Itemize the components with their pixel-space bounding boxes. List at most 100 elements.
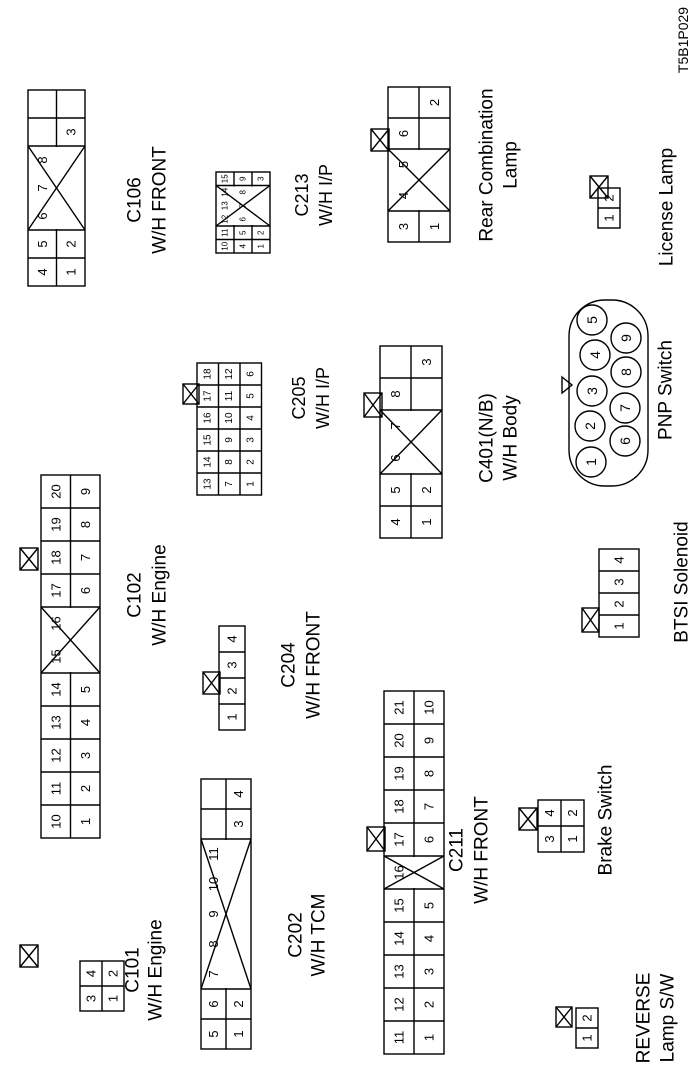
pin-10: 10 xyxy=(206,877,221,891)
pin-4: 4 xyxy=(239,243,248,248)
pin-cavity xyxy=(609,425,641,457)
locking-tab-icon xyxy=(202,671,221,695)
pin-1: 1 xyxy=(257,243,266,248)
pin-1: 1 xyxy=(602,214,617,221)
pin-7: 7 xyxy=(224,481,235,487)
pin-9: 9 xyxy=(78,488,93,495)
pin-cavity xyxy=(610,356,642,388)
pin-1: 1 xyxy=(427,223,442,230)
pin-5: 5 xyxy=(245,393,256,399)
pin-15: 15 xyxy=(221,174,230,183)
pin-6: 6 xyxy=(396,130,411,137)
pin-2: 2 xyxy=(257,230,266,235)
pin-5: 5 xyxy=(584,316,600,324)
pin-2: 2 xyxy=(419,486,434,493)
connector-title: Brake Switch xyxy=(596,765,617,876)
pin-3: 3 xyxy=(245,437,256,443)
pin-9: 9 xyxy=(422,737,437,744)
pin-1: 1 xyxy=(419,518,434,525)
pin-19: 19 xyxy=(392,766,407,780)
pin-3: 3 xyxy=(257,176,266,181)
pin-3: 3 xyxy=(422,968,437,975)
pin-14: 14 xyxy=(202,456,213,468)
pin-6: 6 xyxy=(388,454,403,461)
pin-1: 1 xyxy=(422,1034,437,1041)
pin-8: 8 xyxy=(206,940,221,947)
pin-7: 7 xyxy=(78,554,93,561)
pin-20: 20 xyxy=(48,484,63,498)
pin-6: 6 xyxy=(245,371,256,377)
pin-12: 12 xyxy=(224,368,235,380)
pin-15: 15 xyxy=(202,434,213,446)
pin-2: 2 xyxy=(225,687,240,694)
connector-title: C401(N/B) xyxy=(477,393,498,483)
pin-8: 8 xyxy=(224,459,235,465)
connector-title: C204 xyxy=(279,642,300,688)
pin-1: 1 xyxy=(612,622,627,629)
locking-tab-icon xyxy=(19,944,39,968)
pin-11: 11 xyxy=(224,390,235,401)
pin-4: 4 xyxy=(388,518,403,525)
pin-20: 20 xyxy=(392,733,407,747)
pin-4: 4 xyxy=(422,935,437,942)
connector-c204: 1 2 3 4 xyxy=(202,625,246,731)
connector-subtitle: W/H Engine xyxy=(150,544,171,645)
pin-5: 5 xyxy=(396,161,411,168)
pin-11: 11 xyxy=(392,1031,407,1045)
pin-12: 12 xyxy=(48,748,63,762)
pin-11: 11 xyxy=(221,228,230,237)
pin-2: 2 xyxy=(582,422,598,430)
pin-3: 3 xyxy=(63,128,78,135)
connector-body xyxy=(215,171,271,254)
connector-title: C202 xyxy=(286,912,307,957)
pin-8: 8 xyxy=(422,770,437,777)
locking-tab-icon xyxy=(366,826,386,852)
locking-tab-icon xyxy=(589,175,609,199)
pin-3: 3 xyxy=(84,995,99,1002)
pin-5: 5 xyxy=(422,902,437,909)
pin-3: 3 xyxy=(612,578,627,585)
pin-7: 7 xyxy=(422,803,437,810)
pin-3: 3 xyxy=(584,387,600,395)
pin-3: 3 xyxy=(231,820,246,827)
pin-4: 4 xyxy=(225,635,240,642)
pin-17: 17 xyxy=(392,832,407,846)
pin-13: 13 xyxy=(221,201,230,210)
locking-tab-icon xyxy=(363,392,383,418)
pin-4: 4 xyxy=(396,192,411,199)
connector-title: License Lamp xyxy=(657,148,678,266)
pin-4: 4 xyxy=(84,970,99,977)
pin-4: 4 xyxy=(245,415,256,421)
pin-cavity xyxy=(576,304,608,336)
pin-4: 4 xyxy=(587,351,603,359)
connector-subtitle: W/H Engine xyxy=(146,919,167,1020)
connector-subtitle: W/H I/P xyxy=(316,164,336,226)
connector-title: Rear Combination xyxy=(477,88,498,241)
connector-reverse: 12 xyxy=(555,1006,599,1049)
pin-13: 13 xyxy=(202,478,213,490)
pin-1: 1 xyxy=(78,818,93,825)
pin-10: 10 xyxy=(221,241,230,250)
pin-19: 19 xyxy=(48,517,63,531)
connector-title: C106 xyxy=(125,177,146,222)
pin-8: 8 xyxy=(78,521,93,528)
pin-7: 7 xyxy=(617,404,633,412)
pin-1: 1 xyxy=(225,713,240,720)
pin-cavity xyxy=(575,446,607,478)
pin-8: 8 xyxy=(388,390,403,397)
pin-5: 5 xyxy=(35,240,50,247)
pin-3: 3 xyxy=(225,661,240,668)
pin-14: 14 xyxy=(392,931,407,945)
pin-cavity xyxy=(610,322,642,354)
